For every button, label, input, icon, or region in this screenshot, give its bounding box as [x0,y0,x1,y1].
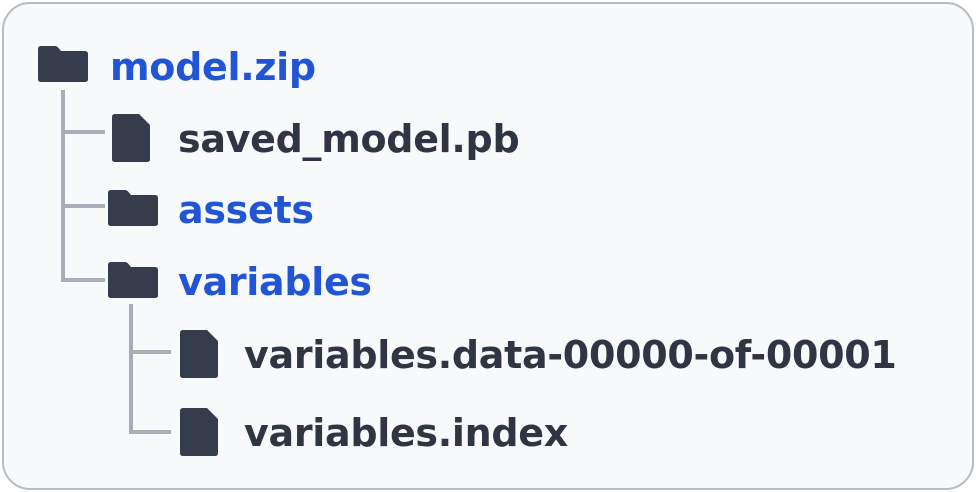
tree-node-label: variables.index [244,411,568,455]
tree-connector [129,430,171,434]
tree-connector [61,204,105,208]
file-icon [180,408,218,456]
tree-node-label: variables.data-00000-of-00001 [244,333,897,377]
tree-connector [61,90,65,282]
file-icon [180,330,218,378]
file-icon [112,114,150,162]
tree-node-label: model.zip [110,45,316,89]
tree-connector [129,304,133,434]
tree-connector [61,130,105,134]
tree-connector [129,350,171,354]
folder-icon [38,46,88,82]
folder-icon [108,262,158,298]
tree-node-label: assets [178,188,314,232]
tree-node-label: variables [178,260,372,304]
tree-connector [61,278,105,282]
tree-node-label: saved_model.pb [178,117,520,161]
folder-icon [108,190,158,226]
